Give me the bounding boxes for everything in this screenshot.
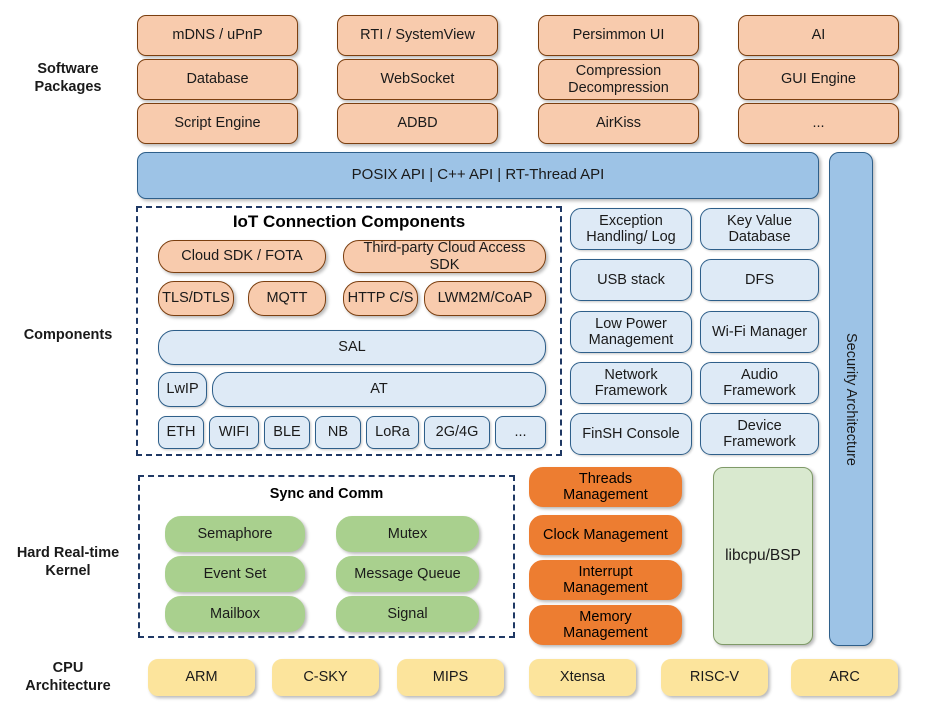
sync-box[interactable]: Semaphore	[165, 516, 305, 552]
security-architecture-label: Security Architecture	[843, 332, 859, 466]
iot-box[interactable]: Third-party Cloud Access SDK	[343, 240, 546, 273]
sync-and-comm-group	[138, 475, 515, 638]
side-label-kernel: Hard Real-time Kernel	[16, 544, 120, 579]
cpu-arch-box[interactable]: MIPS	[397, 659, 504, 696]
package-box[interactable]: GUI Engine	[738, 59, 899, 100]
cpu-arch-box[interactable]: C-SKY	[272, 659, 379, 696]
kernel-management-box[interactable]: Memory Management	[529, 605, 682, 645]
sync-box[interactable]: Event Set	[165, 556, 305, 592]
at-box[interactable]: AT	[212, 372, 546, 407]
package-box[interactable]: AI	[738, 15, 899, 56]
package-box[interactable]: AirKiss	[538, 103, 699, 144]
component-box[interactable]: Network Framework	[570, 362, 692, 404]
api-bar[interactable]: POSIX API | C++ API | RT-Thread API	[137, 152, 819, 199]
sal-box[interactable]: SAL	[158, 330, 546, 365]
sync-box[interactable]: Signal	[336, 596, 479, 632]
package-box[interactable]: ADBD	[337, 103, 498, 144]
cpu-arch-box[interactable]: RISC-V	[661, 659, 768, 696]
sync-and-comm-group-title: Sync and Comm	[269, 486, 384, 502]
link-box[interactable]: ETH	[158, 416, 204, 449]
link-box[interactable]: BLE	[264, 416, 310, 449]
link-box[interactable]: NB	[315, 416, 361, 449]
cpu-arch-box[interactable]: Xtensa	[529, 659, 636, 696]
iot-box[interactable]: TLS/DTLS	[158, 281, 234, 316]
component-box[interactable]: USB stack	[570, 259, 692, 301]
package-box[interactable]: RTI / SystemView	[337, 15, 498, 56]
sync-box[interactable]: Mutex	[336, 516, 479, 552]
package-box[interactable]: Script Engine	[137, 103, 298, 144]
package-box[interactable]: ...	[738, 103, 899, 144]
iot-box[interactable]: Cloud SDK / FOTA	[158, 240, 326, 273]
lwip-box[interactable]: LwIP	[158, 372, 207, 407]
link-box[interactable]: LoRa	[366, 416, 419, 449]
libcpu-bsp-box[interactable]: libcpu/BSP	[713, 467, 813, 645]
side-label-components: Components	[23, 326, 113, 343]
package-box[interactable]: Compression Decompression	[538, 59, 699, 100]
component-box[interactable]: Device Framework	[700, 413, 819, 455]
package-box[interactable]: Database	[137, 59, 298, 100]
kernel-management-box[interactable]: Interrupt Management	[529, 560, 682, 600]
iot-connection-group-title: IoT Connection Components	[232, 212, 466, 231]
sync-box[interactable]: Mailbox	[165, 596, 305, 632]
side-label-cpu-architecture: CPU Architecture	[25, 659, 111, 694]
iot-box[interactable]: HTTP C/S	[343, 281, 418, 316]
component-box[interactable]: Audio Framework	[700, 362, 819, 404]
component-box[interactable]: DFS	[700, 259, 819, 301]
side-label-software-packages: Software Packages	[34, 60, 102, 95]
component-box[interactable]: Wi-Fi Manager	[700, 311, 819, 353]
cpu-arch-box[interactable]: ARC	[791, 659, 898, 696]
sync-box[interactable]: Message Queue	[336, 556, 479, 592]
component-box[interactable]: FinSH Console	[570, 413, 692, 455]
link-box[interactable]: ...	[495, 416, 546, 449]
package-box[interactable]: Persimmon UI	[538, 15, 699, 56]
component-box[interactable]: Exception Handling/ Log	[570, 208, 692, 250]
package-box[interactable]: WebSocket	[337, 59, 498, 100]
kernel-management-box[interactable]: Clock Management	[529, 515, 682, 555]
link-box[interactable]: WIFI	[209, 416, 259, 449]
iot-box[interactable]: LWM2M/CoAP	[424, 281, 546, 316]
security-architecture-column[interactable]: Security Architecture	[829, 152, 873, 646]
kernel-management-box[interactable]: Threads Management	[529, 467, 682, 507]
component-box[interactable]: Key Value Database	[700, 208, 819, 250]
iot-connection-group	[136, 206, 562, 456]
component-box[interactable]: Low Power Management	[570, 311, 692, 353]
package-box[interactable]: mDNS / uPnP	[137, 15, 298, 56]
iot-box[interactable]: MQTT	[248, 281, 326, 316]
cpu-arch-box[interactable]: ARM	[148, 659, 255, 696]
link-box[interactable]: 2G/4G	[424, 416, 490, 449]
